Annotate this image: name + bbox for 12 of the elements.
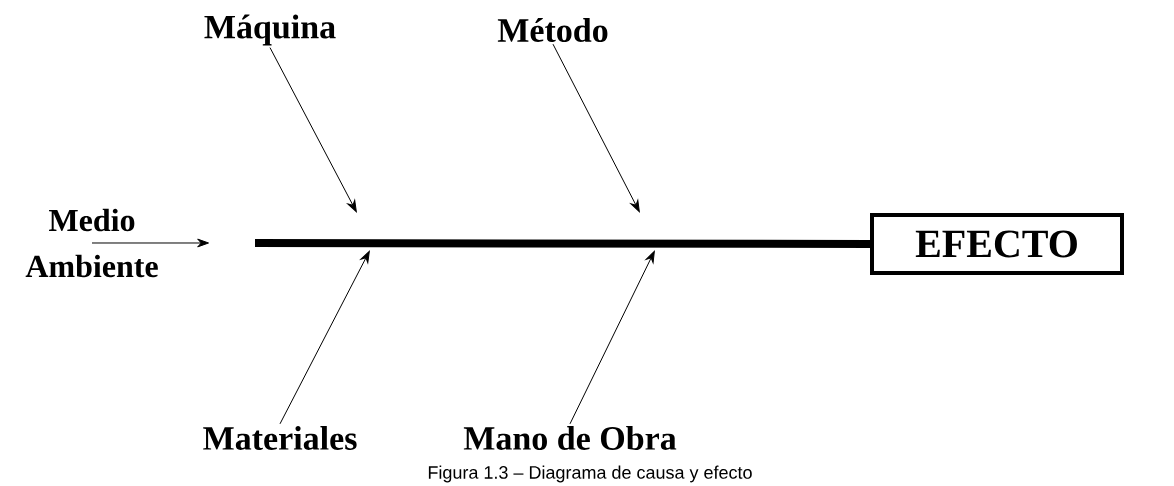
cause-label: Método xyxy=(497,18,608,42)
cause-label: Medio Ambiente xyxy=(25,208,158,278)
cause-label: Mano de Obra xyxy=(463,426,677,450)
effect-box: EFECTO xyxy=(870,213,1124,275)
arrow xyxy=(552,43,640,213)
arrow xyxy=(569,250,655,425)
arrow xyxy=(269,47,357,213)
cause-label: Máquina xyxy=(204,14,336,46)
arrow xyxy=(279,250,370,425)
caption: Figura 1.3 – Diagrama de causa y efecto xyxy=(428,465,752,483)
cause-label: Materiales xyxy=(203,426,357,450)
arrow xyxy=(91,238,210,248)
